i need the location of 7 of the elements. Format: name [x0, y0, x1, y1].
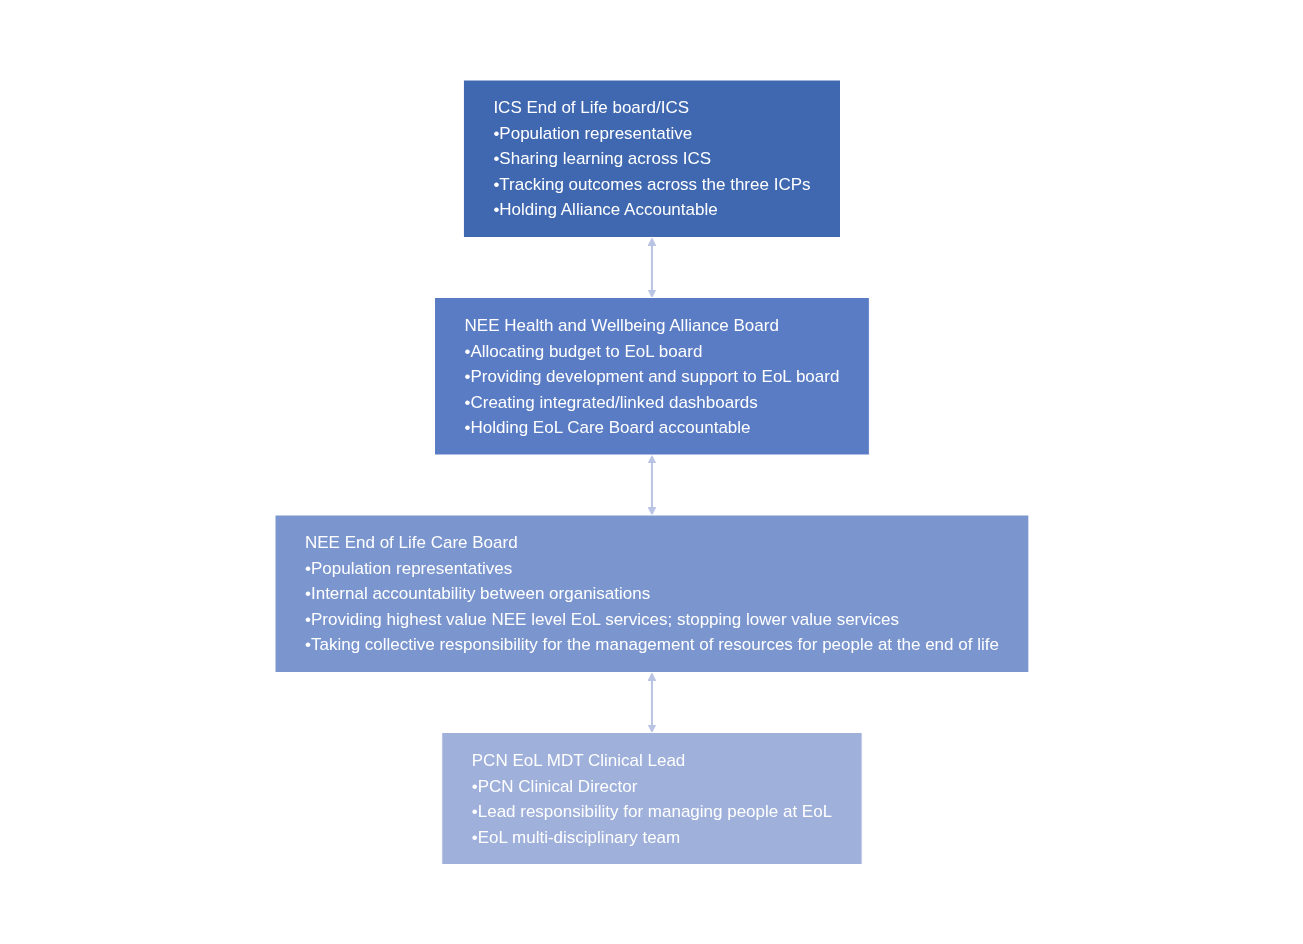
arrow [647, 237, 656, 298]
node-box: NEE End of Life Care Board •Population representatives •Internal accountability between organisations •Providing highest value NEE level EoL services; stopping lower value services •Taking collective responsibility for the management of resources for people at the end of life [274, 514, 1029, 673]
node-box: ICS End of Life board/ICS •Population representative •Sharing learning across ICS •Tracking outcomes across the three ICPs •Holding Alliance Accountable [462, 79, 841, 238]
node-box: NEE Health and Wellbeing Alliance Board •Allocating budget to EoL board •Providing development and support to EoL board •Creating integrated/linked dashboards •Holding EoL Care Board accountable [433, 296, 870, 456]
node-box: PCN EoL MDT Clinical Lead •PCN Clinical Director •Lead responsibility for managing people at EoL •EoL multi-disciplinary team [440, 731, 863, 865]
arrow [647, 454, 656, 516]
arrow [647, 672, 656, 733]
